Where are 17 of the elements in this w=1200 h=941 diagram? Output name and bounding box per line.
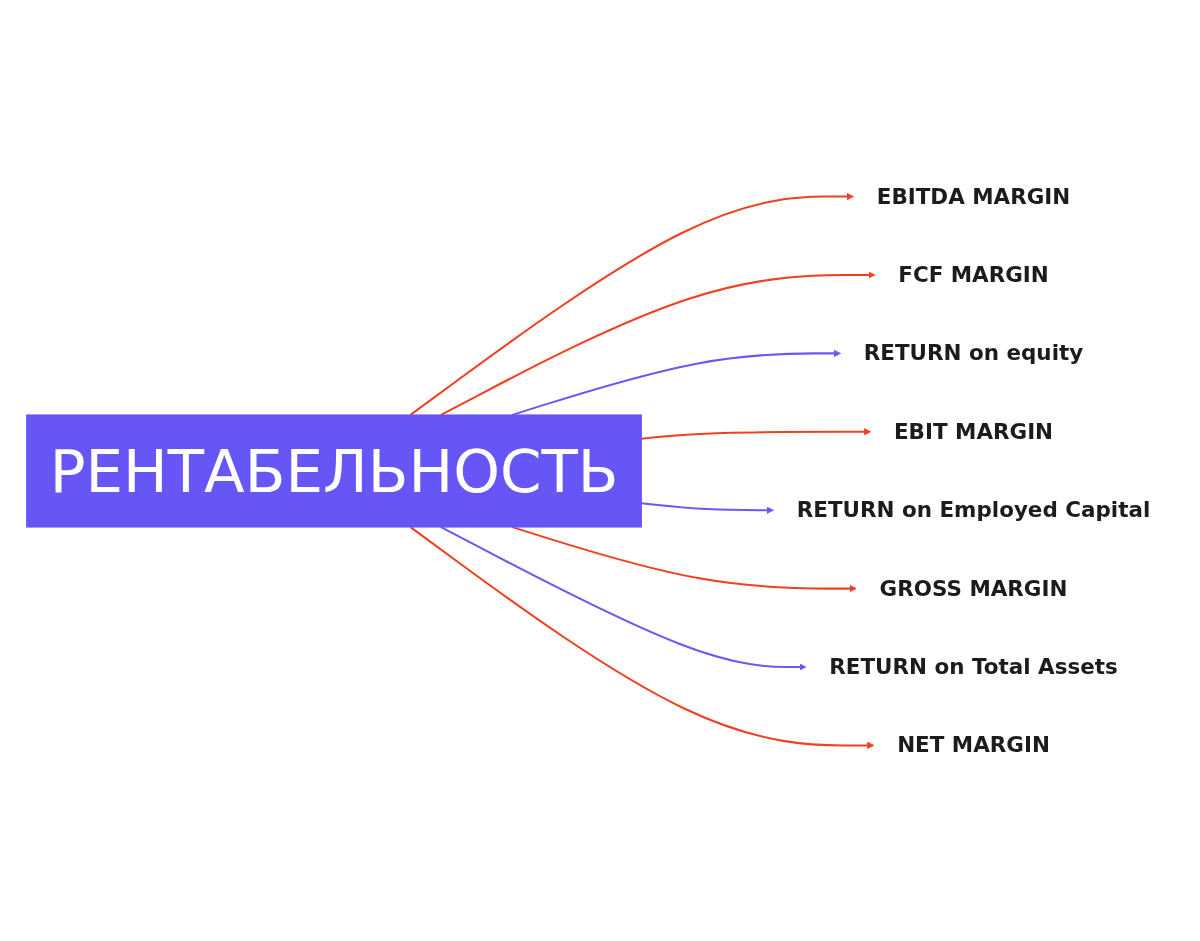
node-text: EBITDA MARGIN [876,183,1071,209]
node-text: RETURN on Employed Capital [796,496,1151,522]
arrow [512,525,857,592]
node-box: РЕНТАБЕЛЬНОСТЬ [26,413,642,528]
node-text: RETURN on equity [863,340,1084,365]
node-text: RETURN on Total Assets [829,653,1118,679]
arrow [409,192,854,416]
arrow [512,349,841,416]
arrow [641,427,872,440]
node-text: GROSS MARGIN [879,575,1068,601]
node-text: EBIT MARGIN [893,418,1054,444]
arrow [440,525,807,671]
node-text: NET MARGIN [897,732,1050,757]
arrow [409,525,875,749]
arrow [641,501,774,514]
node-text: FCF MARGIN [898,261,1049,287]
arrow [440,270,876,416]
